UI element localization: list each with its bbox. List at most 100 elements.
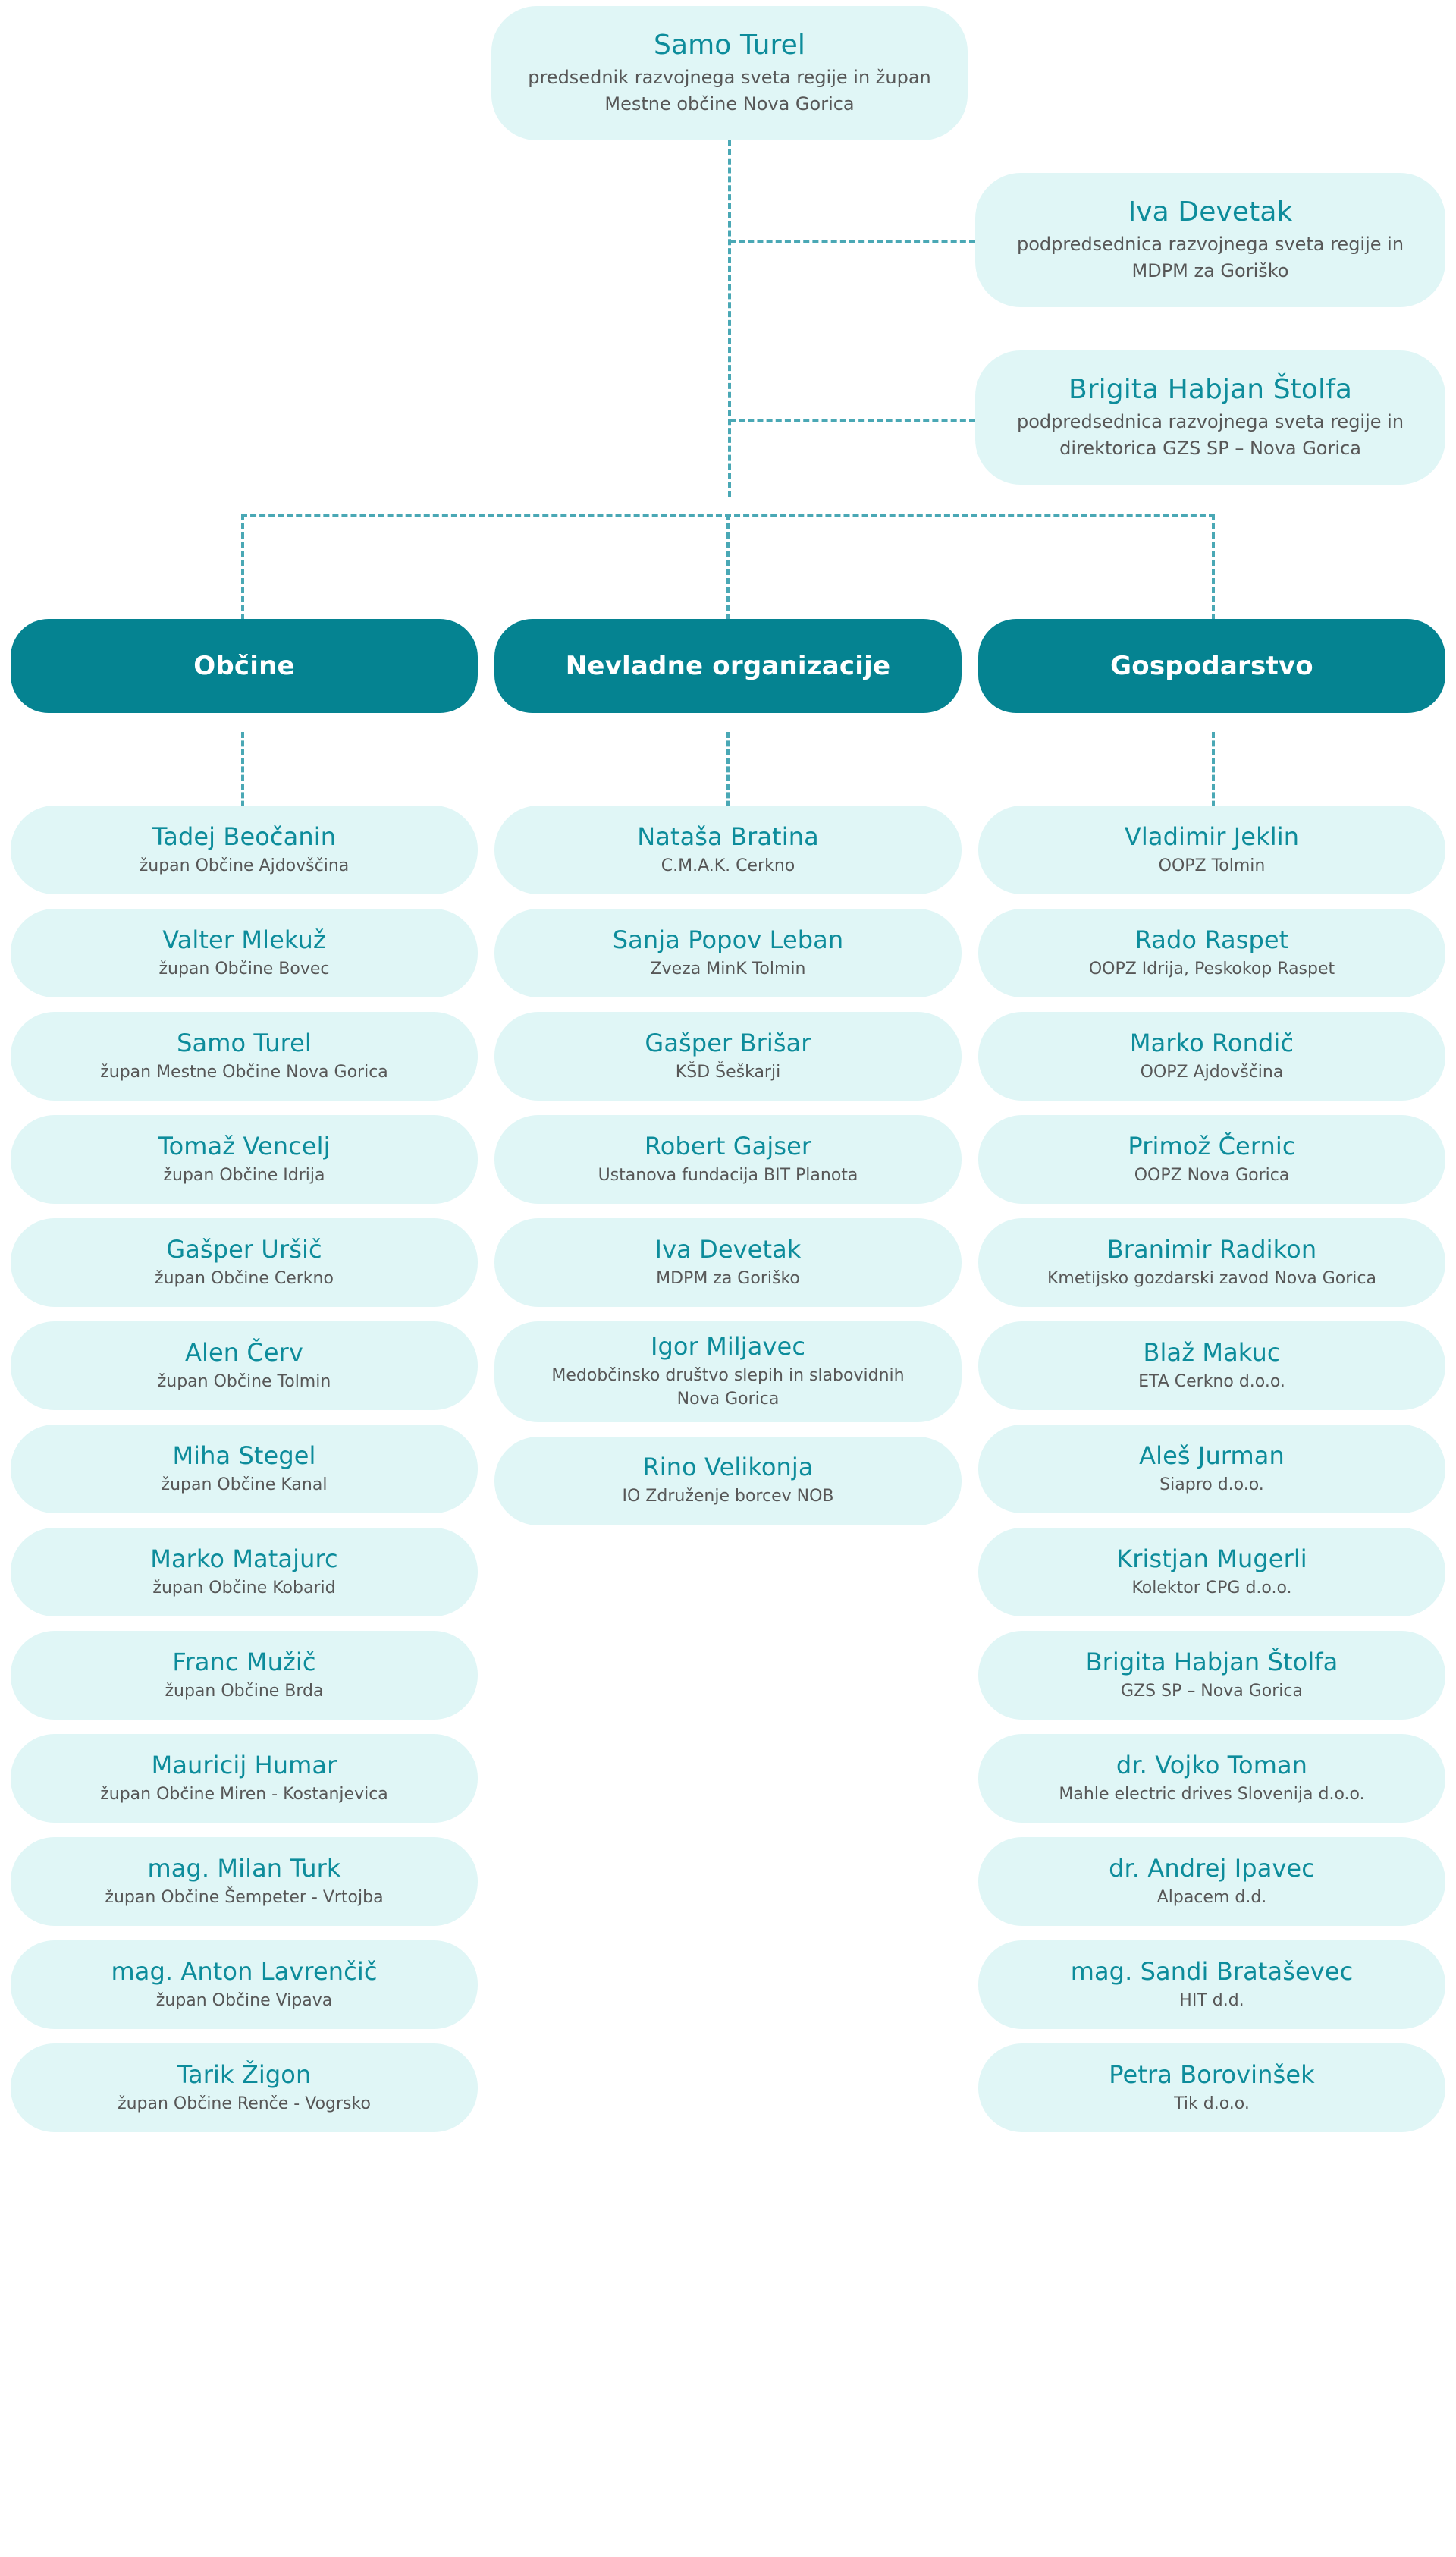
member-name: Rado Raspet bbox=[1134, 925, 1289, 954]
member-name: Sanja Popov Leban bbox=[612, 925, 844, 954]
vice-president-2-connector bbox=[730, 419, 975, 422]
branch-drop-connector-2 bbox=[726, 514, 730, 620]
member-card[interactable]: Valter Mlekuž župan Občine Bovec bbox=[11, 909, 478, 997]
member-name: Tarik Žigon bbox=[177, 2059, 312, 2089]
member-card[interactable]: mag. Anton Lavrenčič župan Občine Vipava bbox=[11, 1940, 478, 2029]
member-role: Medobčinsko društvo slepih in slabovidni… bbox=[551, 1366, 905, 1409]
category-drop-connector-3 bbox=[1212, 732, 1215, 815]
member-role: župan Občine Šempeter - Vrtojba bbox=[105, 1887, 384, 1907]
member-role: ETA Cerkno d.o.o. bbox=[1138, 1371, 1285, 1391]
category-header-nevladne-organizacije[interactable]: Nevladne organizacije bbox=[494, 619, 962, 713]
member-name: mag. Anton Lavrenčič bbox=[111, 1956, 378, 1986]
member-role: župan Občine Tolmin bbox=[157, 1371, 331, 1391]
member-role: župan Mestne Občine Nova Gorica bbox=[100, 1062, 388, 1082]
vice-president-2-role: podpredsednica razvojnega sveta regije i… bbox=[1016, 411, 1404, 459]
member-name: Branimir Radikon bbox=[1106, 1234, 1317, 1264]
member-card[interactable]: Tarik Žigon župan Občine Renče - Vogrsko bbox=[11, 2043, 478, 2132]
member-name: Valter Mlekuž bbox=[162, 925, 326, 954]
member-card[interactable]: Samo Turel župan Mestne Občine Nova Goric… bbox=[11, 1012, 478, 1101]
vice-president-node-2[interactable]: Brigita Habjan Štolfa podpredsednica raz… bbox=[975, 350, 1445, 485]
member-name: Samo Turel bbox=[177, 1028, 312, 1057]
member-role: MDPM za Goriško bbox=[656, 1268, 800, 1288]
president-node[interactable]: Samo Turel predsednik razvojnega sveta r… bbox=[491, 6, 968, 140]
member-role: Tik d.o.o. bbox=[1174, 2094, 1250, 2113]
member-role: župan Občine Renče - Vogrsko bbox=[118, 2094, 371, 2113]
member-name: Gašper Uršič bbox=[166, 1234, 322, 1264]
category-drop-connector-2 bbox=[726, 732, 730, 815]
member-name: Aleš Jurman bbox=[1139, 1440, 1285, 1470]
member-role: KŠD Šeškarji bbox=[675, 1062, 781, 1082]
category-header-obcine[interactable]: Občine bbox=[11, 619, 478, 713]
member-role: župan Občine Vipava bbox=[155, 1990, 333, 2010]
member-role: župan Občine Kanal bbox=[161, 1475, 328, 1494]
member-name: Tadej Beočanin bbox=[152, 821, 337, 851]
vice-president-node-1[interactable]: Iva Devetak podpredsednica razvojnega sv… bbox=[975, 173, 1445, 307]
member-name: Marko Matajurc bbox=[150, 1544, 338, 1573]
member-role: Kmetijsko gozdarski zavod Nova Gorica bbox=[1046, 1268, 1376, 1288]
member-role: Zveza MinK Tolmin bbox=[650, 959, 806, 979]
member-role: Ustanova fundacija BIT Planota bbox=[598, 1165, 858, 1185]
member-name: mag. Sandi Brataševec bbox=[1070, 1956, 1354, 1986]
vice-president-1-connector bbox=[730, 240, 975, 243]
member-name: Iva Devetak bbox=[654, 1234, 802, 1264]
category-headers: Občine Nevladne organizacije Gospodarstv… bbox=[0, 619, 1456, 713]
president-stem-connector bbox=[728, 140, 731, 497]
member-name: Kristjan Mugerli bbox=[1116, 1544, 1307, 1573]
member-role: HIT d.d. bbox=[1179, 1990, 1244, 2010]
vice-president-2-name: Brigita Habjan Štolfa bbox=[1068, 374, 1353, 406]
member-name: Franc Mužič bbox=[172, 1647, 316, 1676]
member-role: župan Občine Ajdovščina bbox=[139, 856, 350, 875]
vice-president-1-name: Iva Devetak bbox=[1128, 196, 1293, 228]
member-card[interactable]: Tadej Beočanin župan Občine Ajdovščina bbox=[11, 806, 478, 894]
vice-president-1-role: podpredsednica razvojnega sveta regije i… bbox=[1016, 234, 1404, 281]
member-role: GZS SP – Nova Gorica bbox=[1121, 1681, 1303, 1701]
member-name: Igor Miljavec bbox=[650, 1332, 806, 1361]
member-role: župan Občine Bovec bbox=[158, 959, 330, 979]
member-card[interactable]: Miha Stegel župan Občine Kanal bbox=[11, 1425, 478, 1513]
member-name: dr. Andrej Ipavec bbox=[1109, 1853, 1315, 1883]
member-name: Petra Borovinšek bbox=[1109, 2059, 1315, 2089]
member-card[interactable]: Mauricij Humar župan Občine Miren - Kosta… bbox=[11, 1734, 478, 1823]
member-name: Nataša Bratina bbox=[637, 821, 819, 851]
member-role: župan Občine Miren - Kostanjevica bbox=[100, 1784, 388, 1804]
member-name: Mauricij Humar bbox=[151, 1750, 337, 1780]
member-role: OOPZ Nova Gorica bbox=[1134, 1165, 1290, 1185]
member-role: Kolektor CPG d.o.o. bbox=[1131, 1578, 1292, 1597]
member-name: Gašper Brišar bbox=[645, 1028, 811, 1057]
member-role: IO Združenje borcev NOB bbox=[622, 1487, 834, 1506]
branch-drop-connector-3 bbox=[1212, 514, 1215, 620]
member-name: Miha Stegel bbox=[172, 1440, 316, 1470]
member-role: OOPZ Tolmin bbox=[1158, 856, 1266, 875]
member-name: Marko Rondič bbox=[1129, 1028, 1294, 1057]
category-header-gospodarstvo[interactable]: Gospodarstvo bbox=[978, 619, 1445, 713]
